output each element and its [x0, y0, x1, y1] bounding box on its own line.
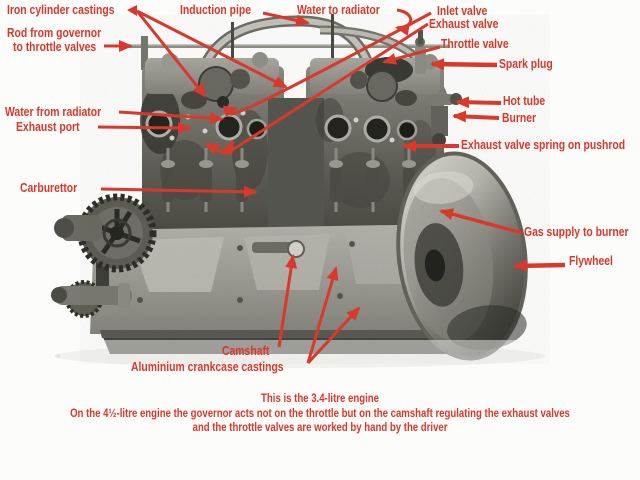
label-induction-pipe: Induction pipe	[180, 2, 252, 17]
arrow-throttle-valve	[382, 45, 441, 65]
arrow-iron-cylinder-castings-1	[135, 10, 207, 98]
label-inlet-valve: Inlet valve	[437, 3, 488, 18]
label-flywheel: Flywheel	[569, 253, 613, 268]
caption-line-2: On the 4½-litre engine the governor acts…	[70, 405, 570, 420]
caption: This is the 3.4-litre engine On the 4½-l…	[0, 391, 640, 435]
label-exhaust-valve: Exhaust valve	[429, 16, 499, 31]
arrow-burner	[452, 110, 500, 123]
label-rod-from-governor-line2: to throttle valves	[13, 39, 97, 54]
label-rod-from-governor-line1: Rod from governor	[7, 25, 102, 40]
arrow-exhaust-valve-fork-right	[221, 140, 235, 156]
label-water-to-radiator: Water to radiator	[297, 2, 380, 17]
arrow-water-from-radiator	[118, 110, 224, 125]
arrow-aluminium-crankcase-2	[306, 306, 361, 365]
label-exhaust-port: Exhaust port	[16, 119, 80, 134]
label-carburettor: Carburettor	[20, 180, 78, 195]
engine-photo	[51, 14, 560, 368]
arrow-camshaft	[277, 254, 298, 348]
label-exhaust-valve-spring: Exhaust valve spring on pushrod	[461, 137, 626, 152]
label-camshaft: Camshaft	[222, 343, 270, 358]
caption-line-1: This is the 3.4-litre engine	[261, 391, 379, 405]
label-gas-supply-to-burner: Gas supply to burner	[524, 224, 629, 239]
arrow-exhaust-valve-stem	[225, 22, 429, 156]
caption-line-3: and the throttle valves are worked by ha…	[192, 420, 448, 434]
arrow-exhaust-port	[97, 121, 192, 134]
label-water-from-radiator: Water from radiator	[5, 104, 102, 119]
annotation-arrows	[97, 5, 566, 365]
arrow-spark-plug	[430, 58, 498, 71]
arrow-gas-supply	[439, 208, 523, 235]
label-aluminium-crankcase: Aluminium crankcase castings	[131, 359, 284, 374]
arrow-aluminium-crankcase-1	[306, 266, 339, 364]
label-hot-tube: Hot tube	[503, 93, 546, 108]
arrow-flywheel	[513, 259, 566, 272]
label-burner: Burner	[502, 110, 537, 125]
label-throttle-valve: Throttle valve	[441, 36, 509, 51]
arrow-carburettor	[100, 185, 258, 198]
arrow-induction-pipe	[262, 11, 310, 27]
label-spark-plug: Spark plug	[499, 56, 553, 71]
arrow-hot-tube	[455, 96, 502, 109]
iron-castings-origin-arrowhead	[127, 5, 137, 16]
label-iron-cylinder-castings: Iron cylinder castings	[7, 2, 115, 17]
arrow-inlet-valve	[222, 11, 432, 118]
arrow-iron-cylinder-castings-2	[136, 9, 288, 89]
